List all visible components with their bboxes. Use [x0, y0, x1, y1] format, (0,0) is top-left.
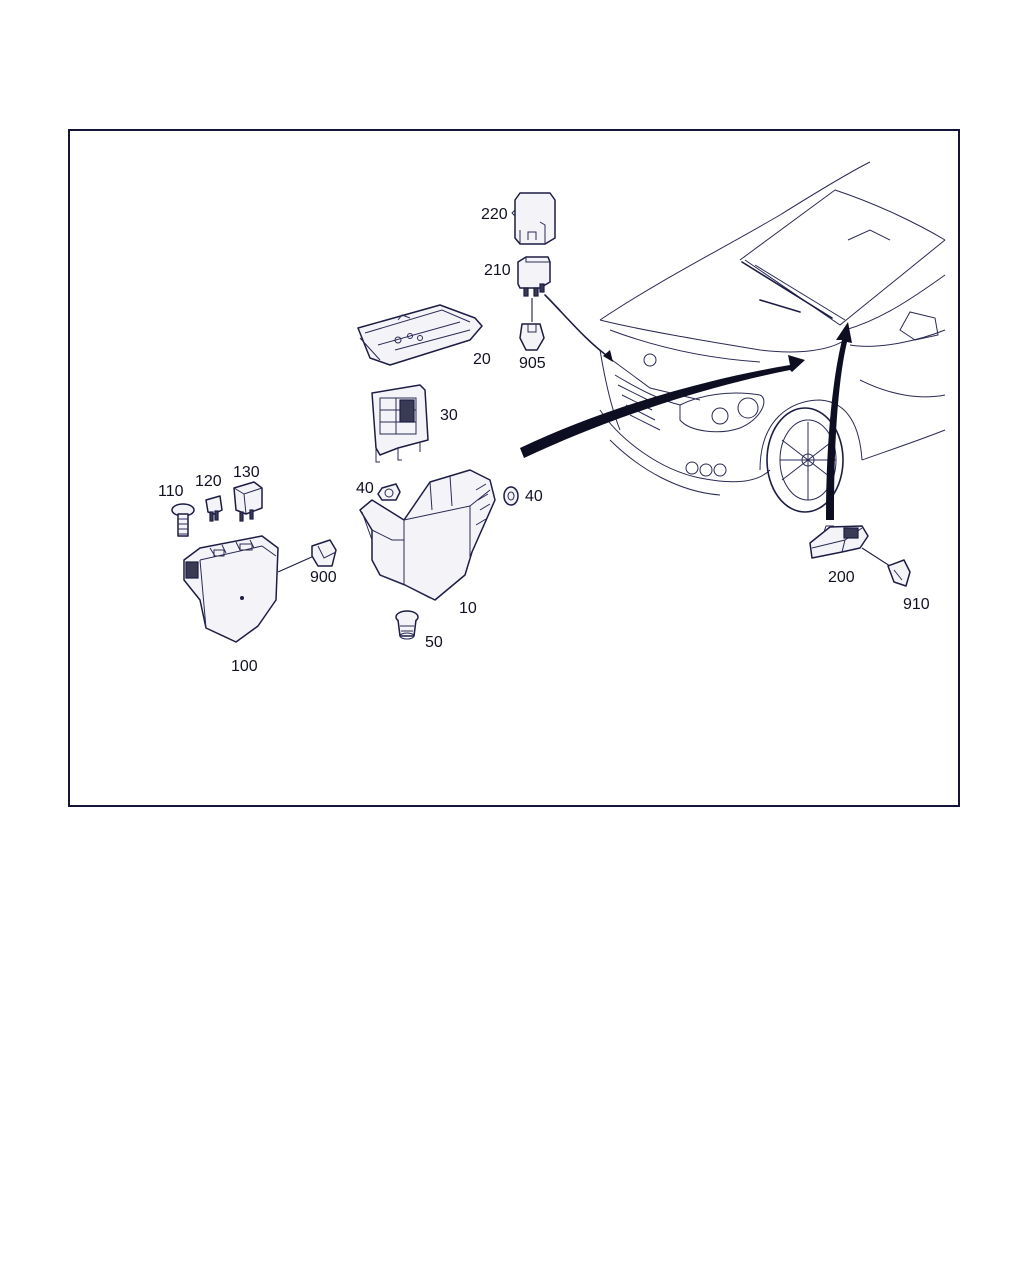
callout-905: 905 [519, 355, 546, 372]
part-120-fuse [205, 495, 223, 522]
part-900-clip [311, 539, 337, 567]
callout-220: 220 [481, 206, 508, 223]
part-910-clip [887, 559, 911, 587]
callout-40-right: 40 [525, 488, 543, 505]
car-illustration [599, 161, 946, 513]
part-50-grommet [395, 610, 419, 640]
arrow-210-to-car [544, 294, 611, 359]
location-arrows [520, 294, 852, 520]
callout-130: 130 [233, 464, 260, 481]
part-20-cover [357, 304, 483, 366]
callout-20: 20 [473, 351, 491, 368]
arrow-to-fender [520, 355, 805, 458]
callout-900: 900 [310, 569, 337, 586]
part-200-module [809, 525, 869, 559]
callout-200: 200 [828, 569, 855, 586]
part-220-relay-cover [511, 192, 556, 245]
part-905-clip [519, 323, 545, 351]
part-130-relay [233, 481, 263, 522]
part-40-grommet-right [503, 486, 519, 506]
part-210-relay [517, 256, 551, 297]
callout-120: 120 [195, 473, 222, 490]
part-40-grommet-left [377, 483, 401, 501]
callout-50: 50 [425, 634, 443, 651]
part-110-screw [171, 503, 195, 537]
diagram-frame [68, 129, 960, 807]
callout-910: 910 [903, 596, 930, 613]
callout-100: 100 [231, 658, 258, 675]
part-30-insert [371, 384, 429, 463]
callout-30: 30 [440, 407, 458, 424]
callout-10: 10 [459, 600, 477, 617]
callout-40-left: 40 [356, 480, 374, 497]
callout-110: 110 [158, 483, 184, 500]
part-10-housing [359, 469, 496, 601]
arrow-to-pillar [826, 322, 852, 520]
part-100-fuse-box [183, 535, 279, 643]
callout-210: 210 [484, 262, 511, 279]
